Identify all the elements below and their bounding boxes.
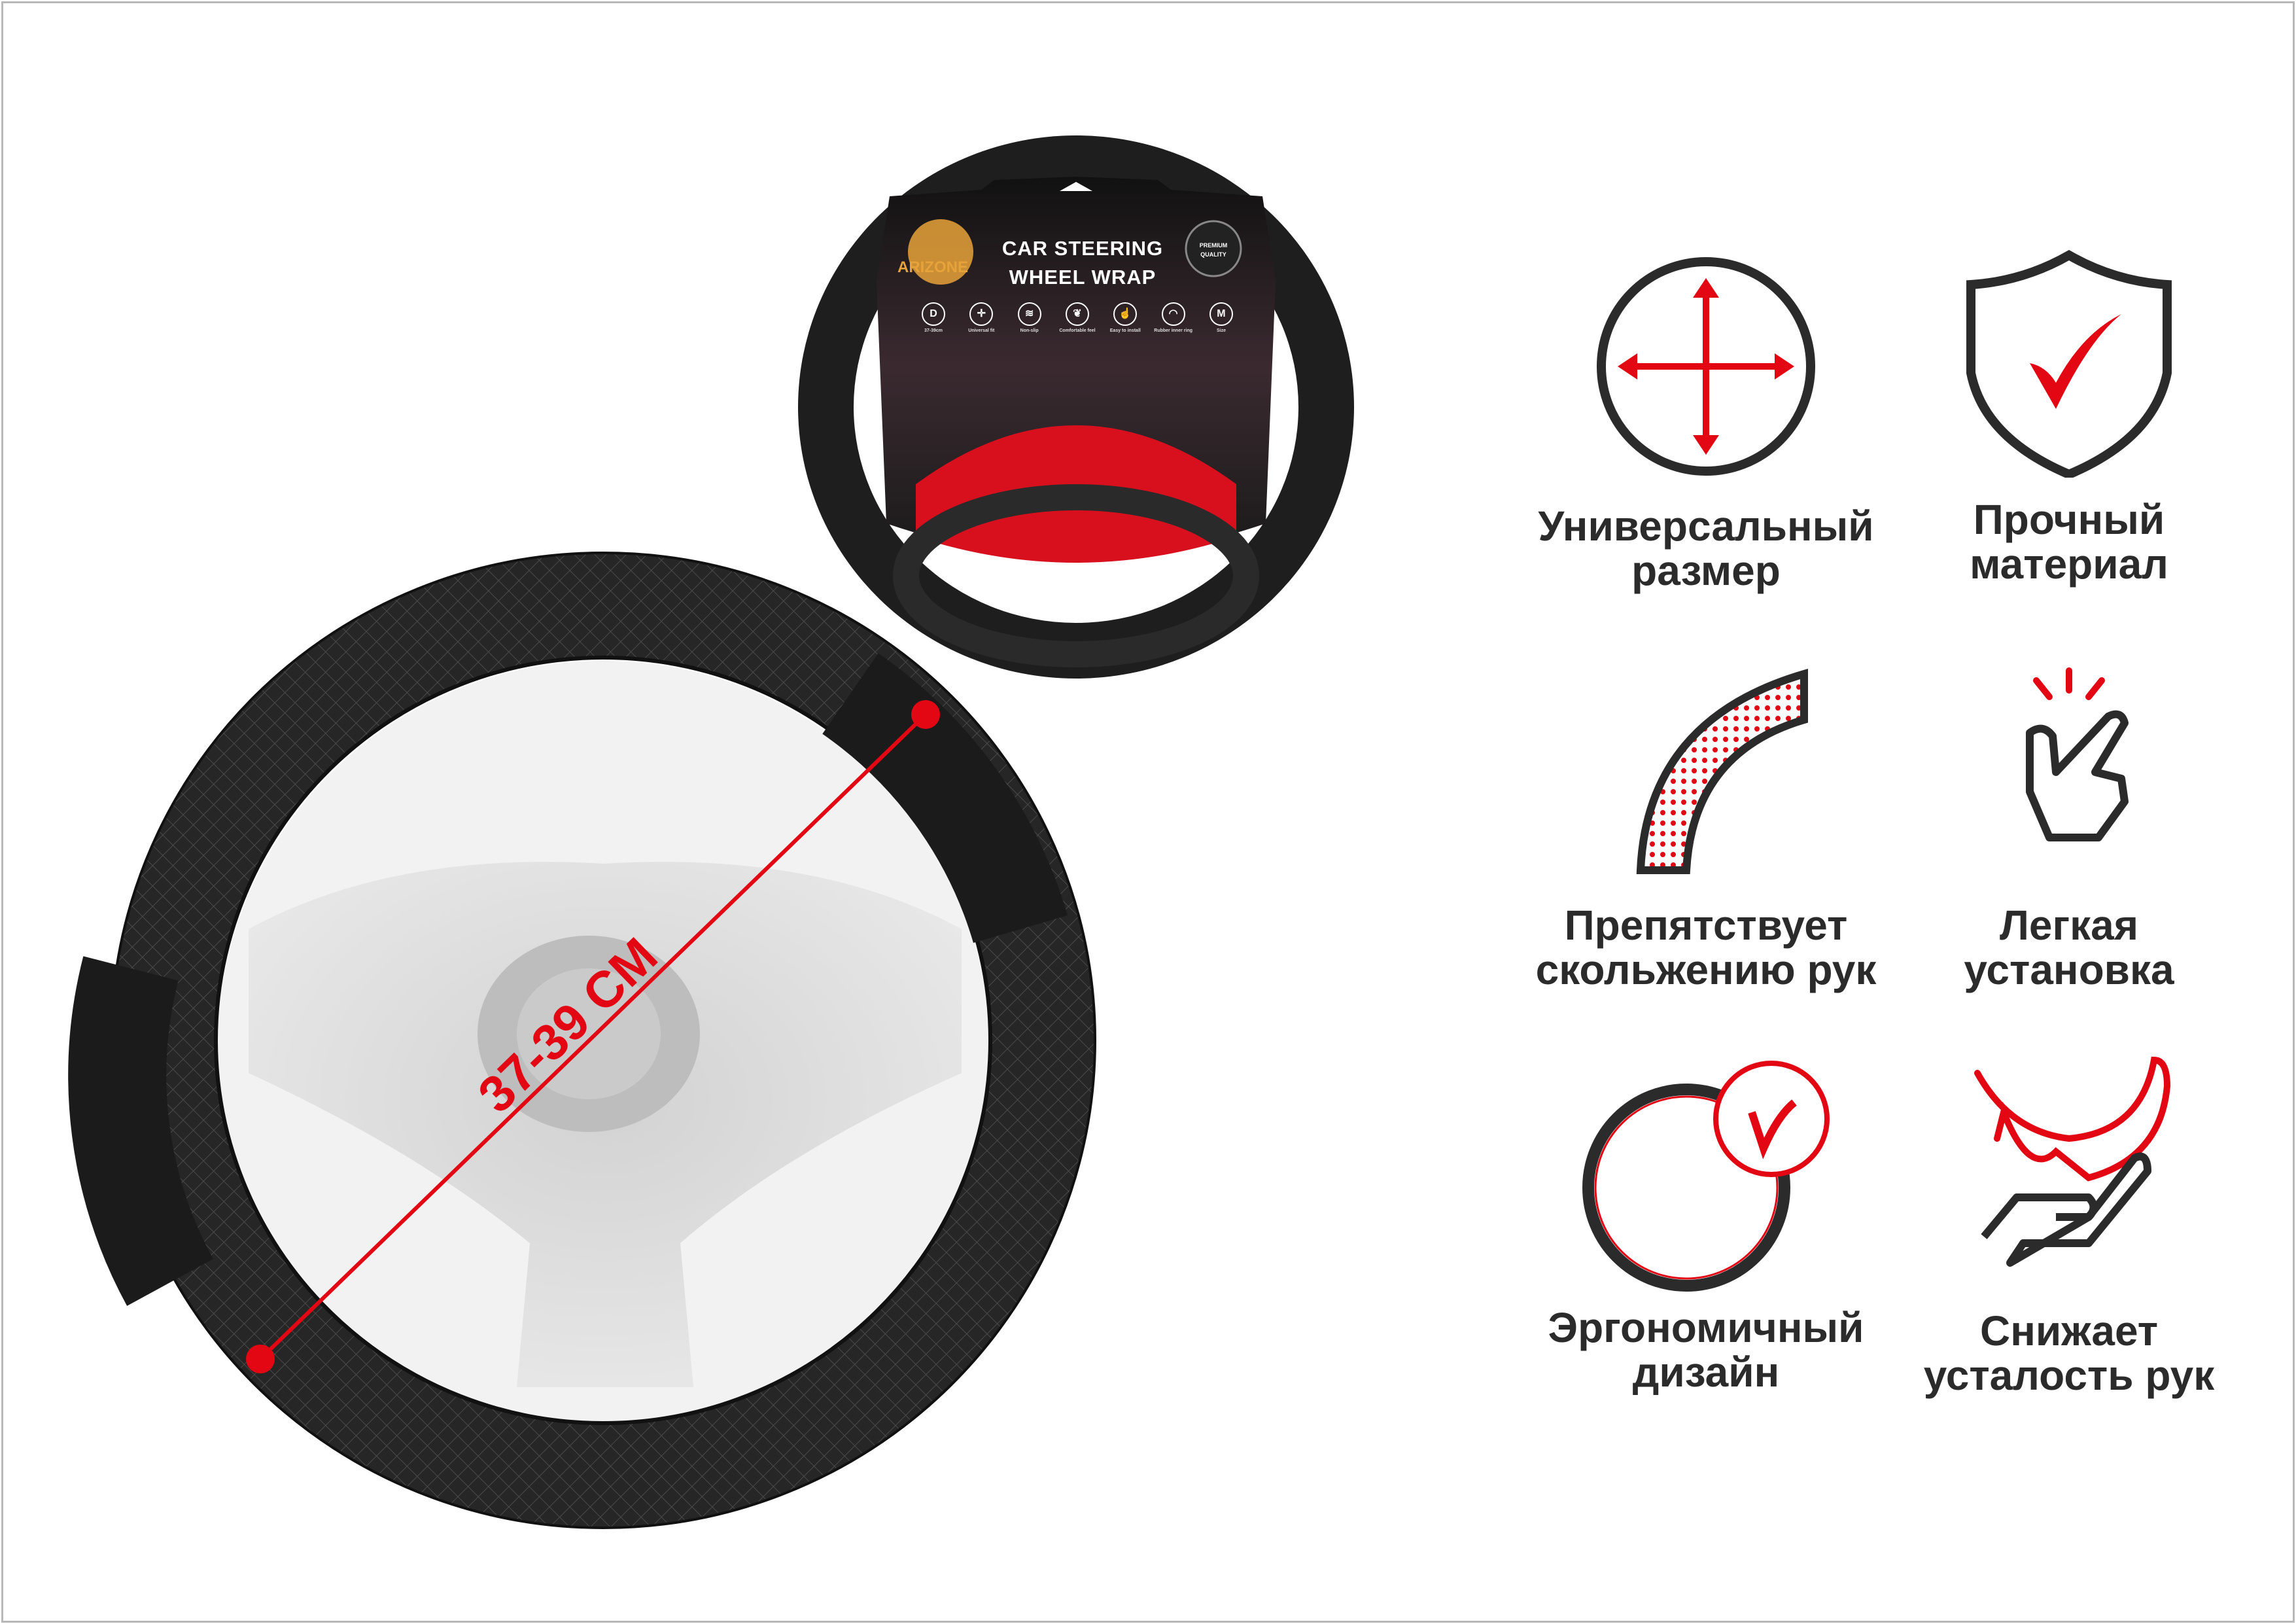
feather-icon: ❦ [1065, 302, 1089, 326]
size-m-icon: M [1209, 302, 1233, 326]
arc-icon: ◠ [1161, 302, 1185, 326]
package-icon-label: Rubber inner ring [1154, 328, 1192, 333]
layers-icon: ≋ [1017, 302, 1041, 326]
diameter-point-end [911, 700, 940, 729]
packaged-wheel-image [798, 135, 1354, 679]
arrows-icon: ✛ [969, 302, 994, 326]
feature-label: Универсальный размер [1538, 503, 1874, 594]
premium-quality-badge: PREMIUM QUALITY [1199, 242, 1228, 258]
package-icon-size: M Size [1198, 302, 1244, 333]
package-icon-universal: ✛ Universal fit [958, 302, 1004, 333]
feature-label: Эргономичный дизайн [1548, 1304, 1864, 1396]
brand-logo: ARIZONE [897, 258, 968, 276]
feature-label: Снижает усталость рук [1923, 1307, 2215, 1399]
package-icon-comfort: ❦ Comfortable feel [1054, 302, 1100, 333]
feather-hand-icon [1974, 1056, 2171, 1267]
feature-reduces-fatigue: Снижает усталость рук [1892, 1047, 2246, 1398]
shield-check-icon [1966, 249, 2172, 478]
textured-arc-icon [1636, 668, 1808, 874]
steering-wheel-cover-image [68, 552, 1096, 1529]
package-icon-label: Universal fit [968, 328, 995, 333]
package-icon-label: Non-slip [1020, 328, 1039, 333]
package-icon-size-range: D 37-39cm [911, 302, 956, 333]
feature-durable-material: Прочный материал [1892, 249, 2246, 586]
package-icon-label: Comfortable feel [1059, 328, 1096, 333]
package-icon-row: D 37-39cm ✛ Universal fit ≋ Non-slip ❦ Comfo… [911, 302, 1244, 333]
feature-easy-install: Легкая установка [1892, 661, 2246, 992]
finger-snap-icon [2026, 667, 2129, 841]
feature-universal-size: Универсальный размер [1529, 255, 1883, 593]
feature-ergonomic: Эргономичный дизайн [1529, 1057, 1883, 1394]
package-title: CAR STEERING WHEEL WRAP [1001, 237, 1164, 289]
feature-label: Препятствует скольжению рук [1535, 902, 1877, 993]
package-icon-label: 37-39cm [924, 328, 943, 333]
wheel-ring [68, 552, 1096, 1529]
feature-label: Прочный материал [1970, 496, 2168, 588]
feature-anti-slip: Препятствует скольжению рук [1529, 661, 1883, 992]
package-icon-label: Size [1216, 328, 1226, 333]
diameter-icon: D [922, 302, 945, 326]
inner-wheel-hub [217, 661, 989, 1433]
diameter-line [258, 713, 928, 1361]
package-icon-rubber: ◠ Rubber inner ring [1151, 302, 1196, 333]
diameter-point-start [246, 1345, 275, 1373]
snap-icon: ☝ [1113, 302, 1138, 326]
arrows-cross-icon [1597, 257, 1815, 476]
feature-label: Легкая установка [1964, 902, 2174, 993]
package-icon-label: Easy to install [1109, 328, 1141, 333]
package-icon-install: ☝ Easy to install [1102, 302, 1148, 333]
package-icon-nonslip: ≋ Non-slip [1007, 302, 1052, 333]
ring-check-icon [1582, 1061, 1830, 1292]
